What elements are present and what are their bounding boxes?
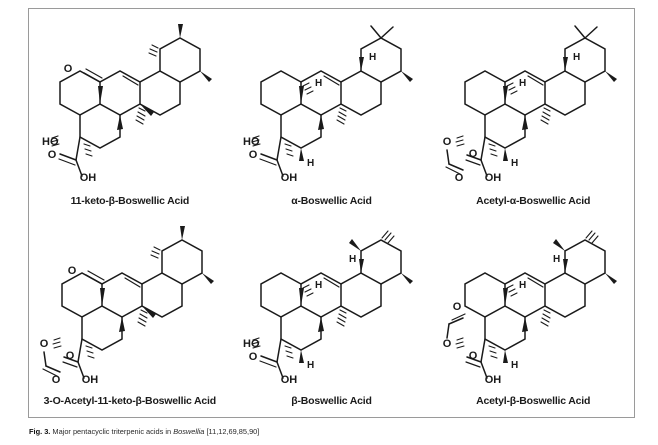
- atom-label-h-c5: H: [307, 158, 314, 169]
- atom-label-carboxyl-o: O: [469, 350, 478, 362]
- structure-cell-acetyl-alpha-boswellic-acid: H H: [432, 9, 634, 213]
- atom-label-h-c5: H: [511, 158, 518, 169]
- structure-cell-alpha-boswellic-acid: H: [231, 9, 433, 213]
- atom-label-carboxyl-oh: OH: [281, 374, 298, 384]
- figure-panel: O: [28, 8, 635, 418]
- atom-label-carboxyl-oh: OH: [80, 172, 97, 182]
- structure-drawing: H: [243, 25, 414, 182]
- atom-label-acetyl-carbonyl-o: O: [453, 301, 462, 313]
- structure-cell-beta-boswellic-acid: H H: [231, 213, 433, 417]
- structure-label: Acetyl-α-Boswellic Acid: [476, 195, 591, 207]
- atom-label-carboxyl-o: O: [66, 350, 75, 362]
- chemical-structure-alpha-boswellic-acid: H: [231, 9, 433, 195]
- atom-label-h-e-ring: H: [553, 254, 560, 265]
- chemical-structure-acetyl-beta-boswellic-acid: H H: [432, 213, 634, 395]
- atom-label-h-e-ring: H: [369, 52, 376, 63]
- structure-label: α-Boswellic Acid: [291, 195, 372, 207]
- atom-label-carboxyl-oh: OH: [485, 172, 502, 182]
- structure-label: 3-O-Acetyl-11-keto-β-Boswellic Acid: [43, 395, 217, 407]
- atom-label-h-e-ring: H: [349, 254, 356, 265]
- atom-label-ester-o: O: [443, 338, 452, 350]
- atom-label-h-c5: H: [511, 360, 518, 371]
- atom-label-h-c9: H: [315, 78, 322, 89]
- atom-label-carboxyl-oh: OH: [82, 374, 99, 384]
- structure-grid: O: [29, 9, 634, 417]
- figure-caption: Fig. 3. Major pentacyclic triterpenic ac…: [29, 427, 629, 437]
- structure-cell-acetyl-beta-boswellic-acid: H H: [432, 213, 634, 417]
- atom-label-ketone-o: O: [68, 265, 77, 277]
- atom-label-carboxyl-o: O: [249, 149, 258, 161]
- structure-label: 11-keto-β-Boswellic Acid: [70, 195, 190, 207]
- atom-label-carboxyl-o: O: [469, 148, 478, 160]
- atom-label-carboxyl-oh: OH: [485, 374, 502, 384]
- atom-label-h-c9: H: [315, 280, 322, 291]
- chemical-structure-3-o-acetyl-11-keto-beta-boswellic-acid: O: [29, 213, 231, 395]
- atom-label-acetyl-carbonyl-o: O: [455, 172, 464, 182]
- chemical-structure-beta-boswellic-acid: H H: [231, 213, 433, 395]
- atom-label-3-ho: HO: [243, 136, 260, 148]
- figure-caption-references: [11,12,69,85,90]: [204, 427, 260, 436]
- structure-cell-11-keto-beta-boswellic-acid: O: [29, 9, 231, 213]
- structure-drawing: H H: [443, 25, 618, 182]
- figure-caption-genus: Boswellia: [173, 427, 205, 436]
- chemical-structure-11-keto-beta-boswellic-acid: O: [29, 9, 231, 195]
- atom-label-h-c5: H: [307, 360, 314, 371]
- structure-drawing: O: [42, 24, 212, 182]
- atom-label-ester-o: O: [443, 136, 452, 148]
- figure-caption-lead: Fig. 3.: [29, 427, 51, 436]
- chemical-structure-acetyl-alpha-boswellic-acid: H H: [432, 9, 634, 195]
- structure-label: Acetyl-β-Boswellic Acid: [476, 395, 591, 407]
- structure-cell-3-o-acetyl-11-keto-beta-boswellic-acid: O: [29, 213, 231, 417]
- figure-caption-text-a: Major pentacyclic triterpenic acids in: [50, 427, 174, 436]
- structure-drawing: O: [40, 226, 214, 384]
- atom-label-h-e-ring: H: [573, 52, 580, 63]
- atom-label-ester-o: O: [40, 338, 49, 350]
- atom-label-ketone-o: O: [64, 63, 73, 75]
- atom-label-carboxyl-o: O: [249, 351, 258, 363]
- structure-drawing: H H: [443, 230, 618, 384]
- atom-label-3-ho: HO: [243, 338, 260, 350]
- atom-label-carboxyl-o: O: [48, 149, 57, 161]
- structure-label: β-Boswellic Acid: [291, 395, 372, 407]
- atom-label-h-c9: H: [519, 78, 526, 89]
- atom-label-h-c9: H: [519, 280, 526, 291]
- structure-drawing: H H: [243, 230, 414, 384]
- atom-label-carboxyl-oh: OH: [281, 172, 298, 182]
- atom-label-3-ho: HO: [42, 136, 59, 148]
- atom-label-acetyl-carbonyl-o: O: [52, 374, 61, 384]
